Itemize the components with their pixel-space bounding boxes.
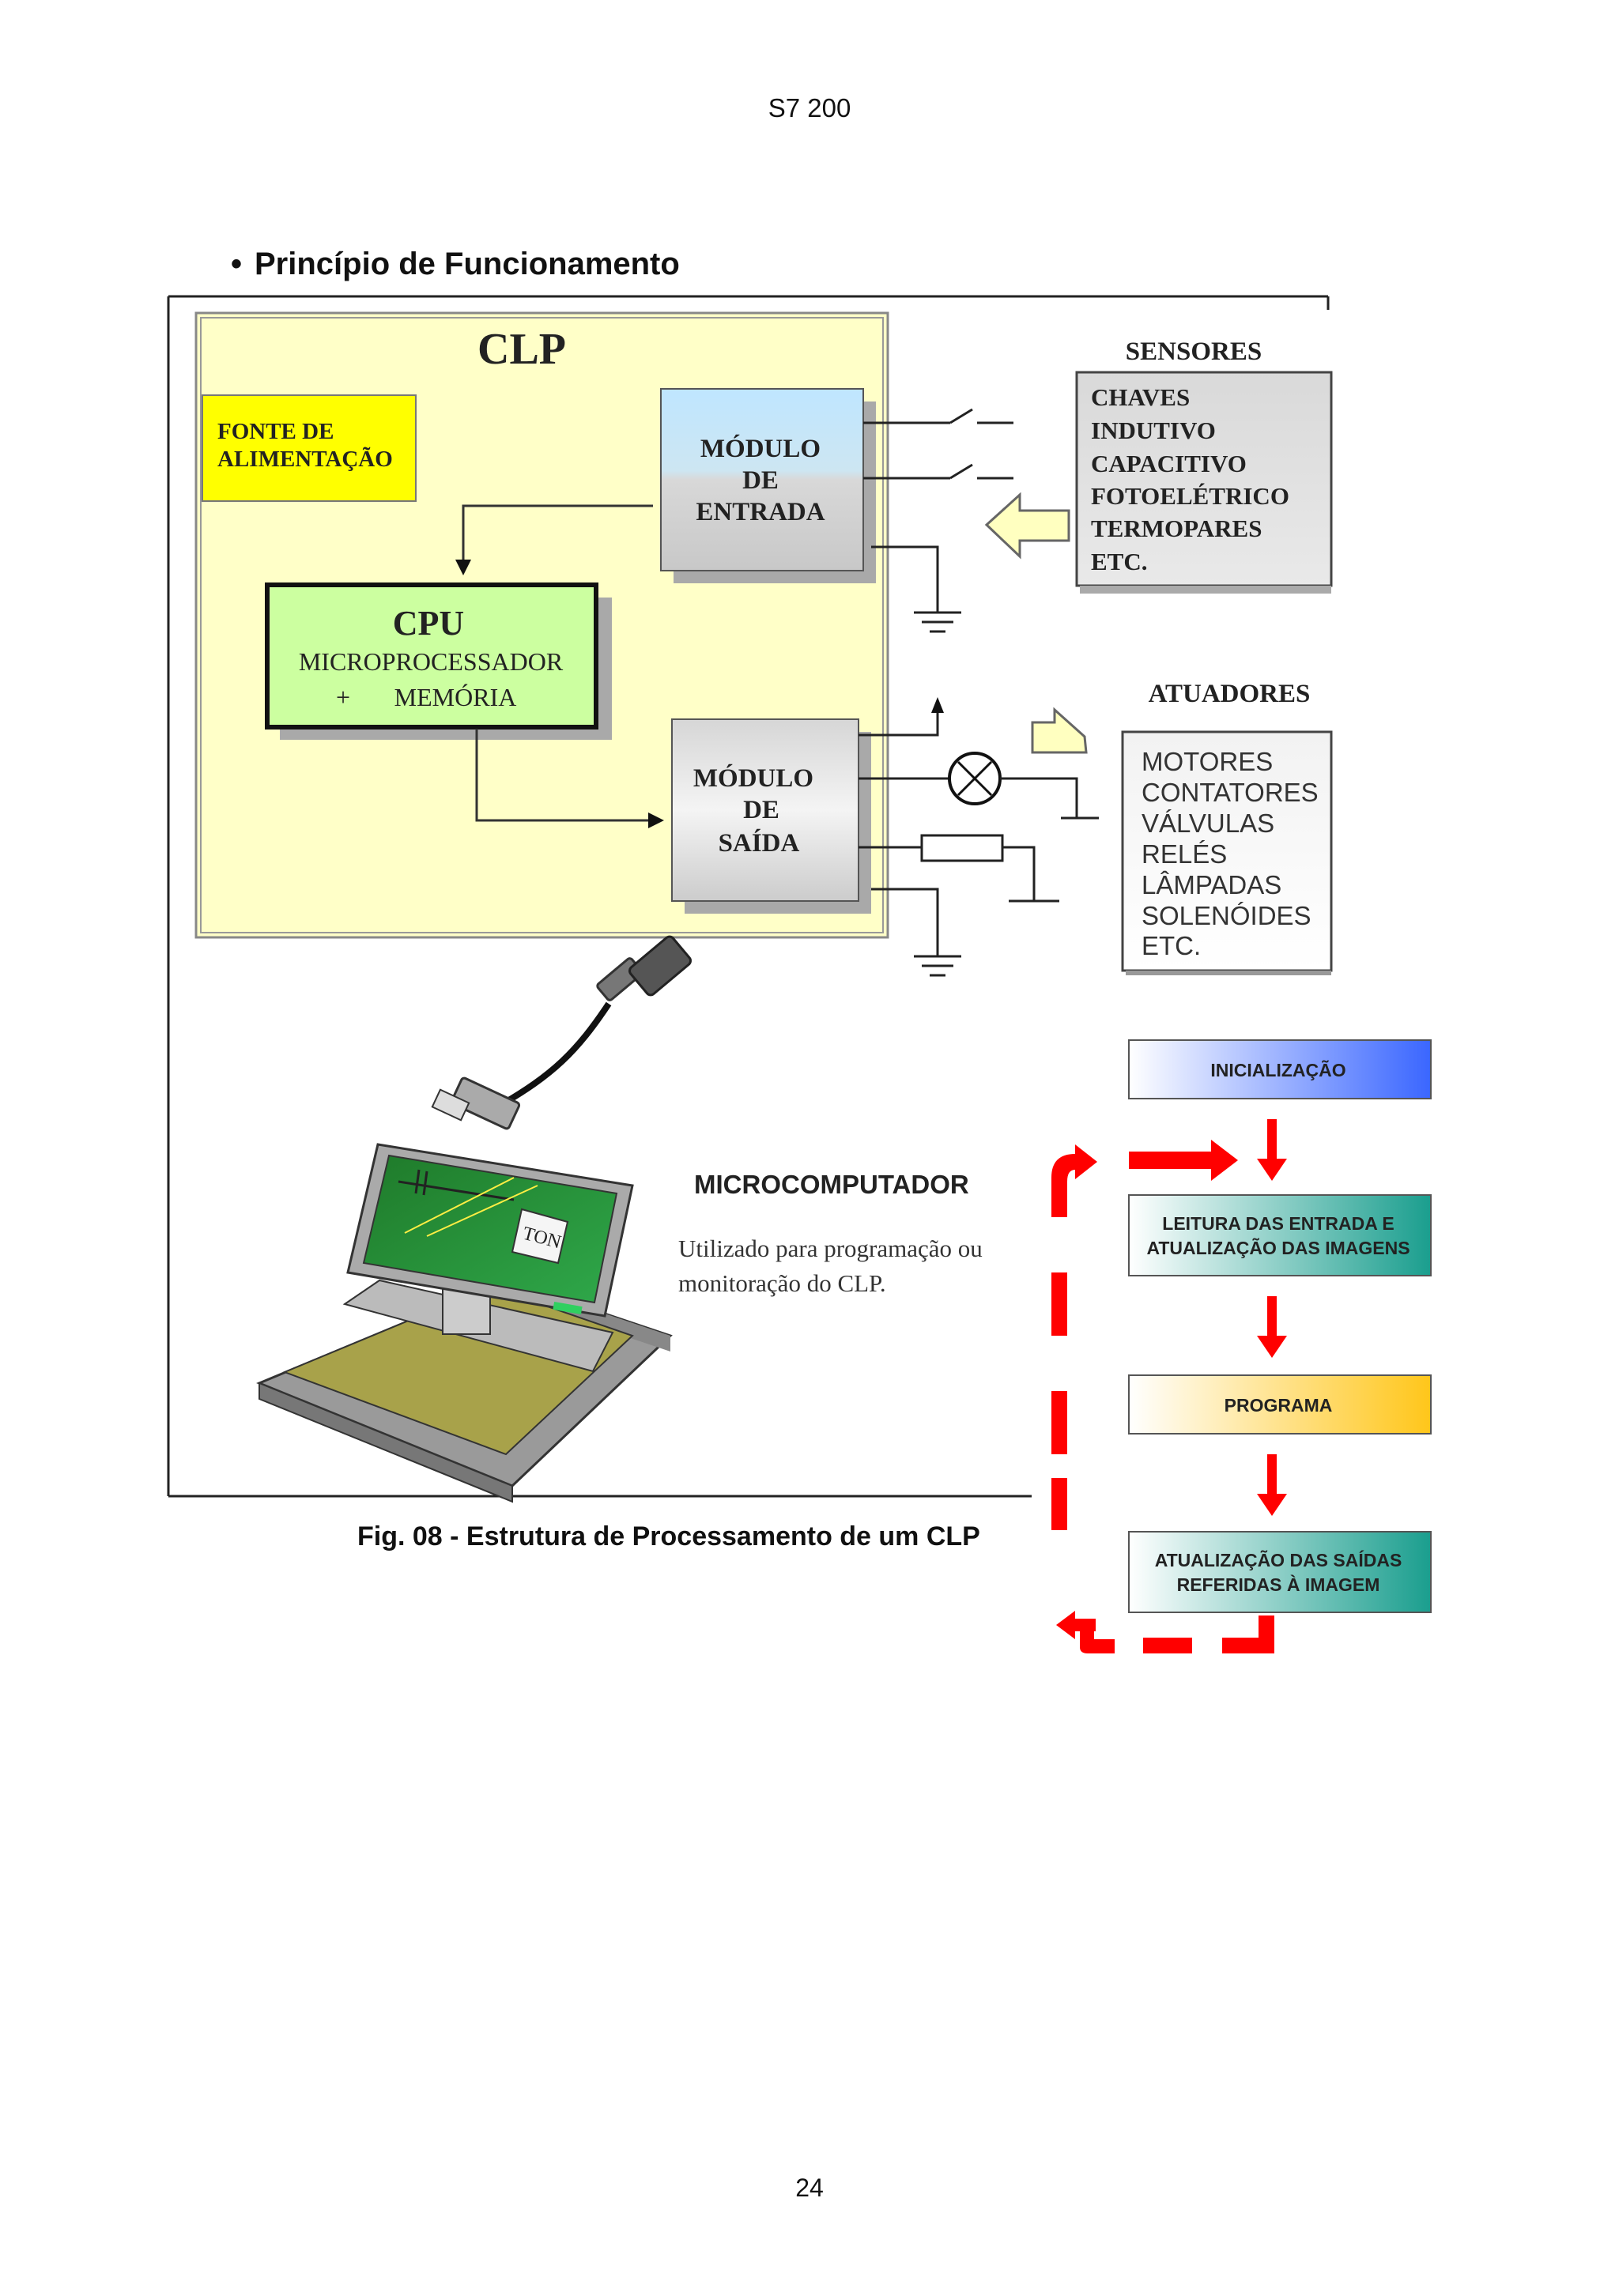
input-module: MÓDULO DE ENTRADA: [660, 388, 876, 583]
actuator-item: LÂMPADAS: [1142, 870, 1281, 899]
actuator-item: MOTORES: [1142, 747, 1273, 776]
cycle-program-label: PROGRAMA: [1225, 1395, 1333, 1416]
output-module: MÓDULO DE SAÍDA: [671, 718, 871, 914]
power-supply-line1: FONTE DE: [217, 419, 334, 444]
cycle-read-line1: LEITURA DAS ENTRADA E: [1162, 1213, 1394, 1234]
resistor-icon: [920, 834, 1004, 862]
cpu-line1: MICROPROCESSADOR: [299, 647, 564, 676]
actuator-item: ETC.: [1142, 931, 1201, 960]
cycle-down-arrows: [1257, 1119, 1287, 1516]
cycle-init-label: INICIALIZAÇÃO: [1210, 1059, 1345, 1080]
sensor-item: CAPACITIVO: [1091, 450, 1247, 477]
cycle-update-line1: ATUALIZAÇÃO DAS SAÍDAS: [1155, 1549, 1402, 1570]
section-title: • Princípio de Funcionamento: [231, 247, 680, 282]
figure-frame: [167, 295, 1330, 1498]
output-module-line1: MÓDULO: [693, 763, 813, 793]
cycle-program-box: [1128, 1374, 1432, 1435]
power-supply-line2: ALIMENTAÇÃO: [217, 446, 393, 472]
cpu-to-output-arrow: [475, 729, 664, 828]
section-title-text: Princípio de Funcionamento: [255, 247, 680, 281]
sensor-item: FOTOELÉTRICO: [1091, 482, 1289, 510]
cpu-title: CPU: [393, 604, 464, 643]
input-wiring: [863, 408, 1013, 633]
microcomputer-desc-1: Utilizado para programação ou: [678, 1235, 983, 1262]
actuators-group: ATUADORES MOTORES CONTATORES VÁLVULAS RE…: [1031, 680, 1333, 975]
page-header: S7 200: [768, 93, 851, 123]
sensors-arrow-icon: [984, 492, 1070, 560]
sensor-item: INDUTIVO: [1091, 417, 1216, 444]
microcomputer-text: MICROCOMPUTADOR Utilizado para programaç…: [678, 1170, 983, 1297]
cycle-update-line2: REFERIDAS À IMAGEM: [1177, 1574, 1380, 1595]
actuator-item: RELÉS: [1142, 839, 1227, 869]
figure-caption: Fig. 08 - Estrutura de Processamento de …: [357, 1521, 980, 1551]
cycle-init-box: [1128, 1039, 1432, 1099]
output-wiring: [859, 697, 1099, 977]
clp-title: CLP: [477, 325, 566, 374]
sensor-item: ETC.: [1091, 548, 1148, 575]
page-number: 24: [795, 2173, 824, 2202]
cycle-read-line2: ATUALIZAÇÃO DAS IMAGENS: [1146, 1237, 1410, 1258]
sensors-group: SENSORES CHAVES INDUTIVO CAPACITIVO FOTO…: [984, 337, 1333, 594]
sensor-item: TERMOPARES: [1091, 515, 1262, 542]
serial-cable-icon: [431, 935, 692, 1130]
output-module-line3: SAÍDA: [719, 828, 800, 858]
scan-cycle: INICIALIZAÇÃO LEITURA DAS ENTRADA E ATUA…: [1051, 1039, 1432, 1653]
cpu-box: CPU MICROPROCESSADOR + MEMÓRIA: [265, 582, 612, 740]
power-supply-box: FONTE DE ALIMENTAÇÃO: [202, 394, 417, 502]
laptop-icon: TON: [256, 1143, 673, 1503]
actuators-title: ATUADORES: [1149, 680, 1311, 708]
sensor-item: CHAVES: [1091, 383, 1190, 411]
input-module-line1: MÓDULO: [700, 433, 821, 463]
microcomputer-title: MICROCOMPUTADOR: [694, 1170, 969, 1199]
input-to-cpu-arrow: [455, 504, 653, 575]
sensors-title: SENSORES: [1126, 337, 1262, 366]
actuator-item: CONTATORES: [1142, 778, 1319, 807]
output-module-line2: DE: [743, 796, 779, 824]
input-module-line2: DE: [742, 466, 779, 495]
cpu-plus: +: [336, 683, 350, 711]
bullet: •: [231, 247, 243, 281]
actuators-arrow-icon: [1031, 707, 1088, 754]
cpu-memory: MEMÓRIA: [394, 683, 517, 711]
cycle-entry-arrow: [1129, 1140, 1238, 1181]
microcomputer-desc-2: monitoração do CLP.: [678, 1269, 886, 1297]
cycle-update-box: [1128, 1531, 1432, 1613]
cycle-loop-dashed: [1051, 1144, 1274, 1653]
actuator-item: VÁLVULAS: [1142, 809, 1274, 838]
cycle-read-box: [1128, 1194, 1432, 1276]
input-module-line3: ENTRADA: [696, 498, 825, 526]
actuator-item: SOLENÓIDES: [1142, 901, 1311, 930]
